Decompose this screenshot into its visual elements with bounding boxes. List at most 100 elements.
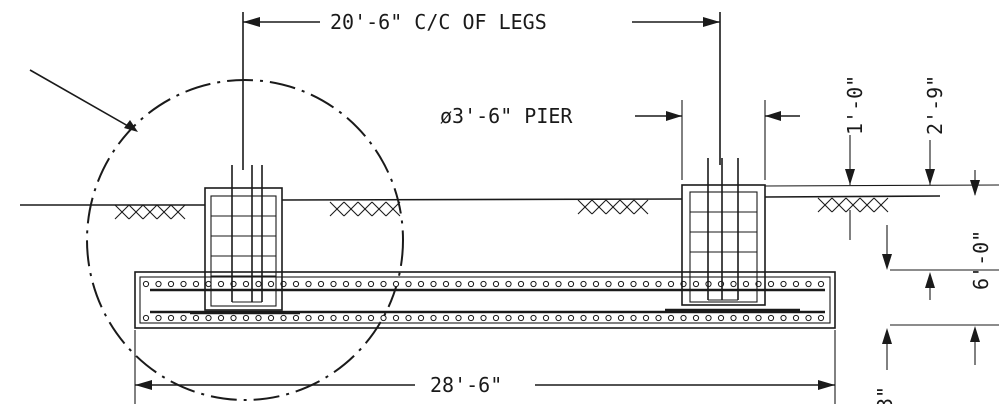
rebar-dot	[292, 314, 300, 322]
rebar-dot	[617, 280, 625, 288]
rebar-dot	[367, 314, 375, 322]
rebar-dot	[205, 280, 212, 288]
rebar-dot	[692, 280, 700, 288]
rebar-dot	[305, 314, 312, 322]
rebar-dot	[730, 314, 737, 322]
rebar-dot	[242, 280, 250, 288]
ground-line	[20, 184, 999, 206]
rebar-dot	[555, 280, 562, 288]
detail-circle	[86, 79, 404, 401]
footing-length-dimension	[134, 330, 836, 404]
rebar-dot	[555, 314, 562, 322]
depth-dimension	[882, 170, 999, 370]
legs-spacing-label: 20'-6" C/C OF LEGS	[330, 10, 547, 34]
rebar-dot	[742, 314, 750, 322]
rebar-dot	[155, 314, 162, 322]
rebar-dot	[592, 280, 600, 288]
rebar-dot	[155, 280, 162, 288]
rebar-dot	[567, 280, 575, 288]
rebar-dot	[142, 280, 150, 288]
rebar-dot	[192, 280, 200, 288]
pier-offset-label: 1'-0"	[843, 75, 867, 135]
rebar-dot	[292, 280, 300, 288]
soil-hatch-mark	[817, 197, 833, 213]
rebar-dot	[605, 280, 612, 288]
rebar-dot	[330, 280, 337, 288]
rebar-dot	[667, 314, 675, 322]
leader-arrow	[29, 69, 138, 132]
rebar-dot	[142, 314, 150, 322]
soil-hatch-mark	[128, 204, 144, 220]
soil-hatch-mark	[859, 197, 875, 213]
legs-spacing-dimension	[242, 12, 721, 170]
rebar-dot	[217, 280, 225, 288]
rebar-dot	[605, 314, 612, 322]
soil-hatch-mark	[114, 204, 130, 220]
rebar-dot	[267, 314, 275, 322]
rebar-dot	[792, 314, 800, 322]
rebar-dot	[355, 280, 362, 288]
soil-hatch-mark	[873, 197, 889, 213]
rebar-dot	[642, 280, 650, 288]
rebar-dot	[680, 314, 687, 322]
rebar-dot	[642, 314, 650, 322]
soil-hatch	[114, 197, 889, 220]
soil-hatch-mark	[371, 201, 387, 217]
soil-hatch-mark	[329, 201, 345, 217]
top-dim-label: 2'-9"	[923, 75, 947, 135]
rebar-dot	[492, 280, 500, 288]
rebar-dot	[305, 280, 312, 288]
rebar-dot	[405, 280, 412, 288]
rebar-dot	[717, 280, 725, 288]
right-pier	[665, 158, 800, 312]
soil-hatch-mark	[385, 201, 401, 217]
rebar-dot	[517, 314, 525, 322]
rebar-dot	[417, 280, 425, 288]
rebar-dot	[805, 280, 812, 288]
rebar-dot	[542, 314, 550, 322]
rebar-dot	[480, 314, 487, 322]
rebar-dot	[342, 280, 350, 288]
rebar-dot	[442, 280, 450, 288]
rebar-dot	[367, 280, 375, 288]
soil-hatch-mark	[831, 197, 847, 213]
soil-hatch-mark	[591, 199, 607, 215]
rebar-dot	[180, 314, 187, 322]
rebar-dot	[805, 314, 812, 322]
soil-hatch-mark	[142, 204, 158, 220]
rebar-dot	[430, 314, 437, 322]
soil-hatch-mark	[633, 199, 649, 215]
rebar-dot	[217, 314, 225, 322]
footing-length-label: 28'-6"	[430, 373, 502, 397]
rebar-dot	[580, 314, 587, 322]
rebar-dot	[767, 314, 775, 322]
rebar-dot	[655, 314, 662, 322]
rebar-dot	[467, 280, 475, 288]
rebar-dot	[467, 314, 475, 322]
rebar-dot	[780, 280, 787, 288]
soil-hatch-mark	[845, 197, 861, 213]
rebar-dot	[655, 280, 662, 288]
rebar-dot	[505, 280, 512, 288]
rebar-dot	[230, 314, 237, 322]
rebar-dot	[517, 280, 525, 288]
soil-hatch-mark	[170, 204, 186, 220]
rebar-dot	[267, 280, 275, 288]
rebar-dot	[692, 314, 700, 322]
partial-dim-label: 3"	[873, 386, 897, 404]
rebar-dot	[542, 280, 550, 288]
rebar-dot	[242, 314, 250, 322]
rebar-dot	[255, 280, 262, 288]
rebar-dot	[530, 314, 537, 322]
rebar-dot	[505, 314, 512, 322]
rebar-dot	[792, 280, 800, 288]
pier-diameter-dimension	[635, 100, 800, 180]
rebar-dot	[480, 280, 487, 288]
rebar-dot	[705, 314, 712, 322]
rebar-dot	[817, 280, 825, 288]
rebar-dot	[355, 314, 362, 322]
rebar-dot	[280, 314, 287, 322]
rebar-dot	[255, 314, 262, 322]
rebar-dot	[380, 314, 387, 322]
rebar-dot	[580, 280, 587, 288]
